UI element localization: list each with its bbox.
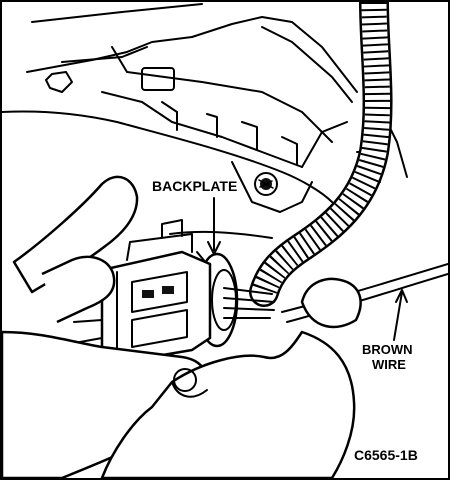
figure-code: C6565-1B	[354, 447, 418, 463]
bolt-head	[45, 71, 73, 93]
right-hand	[100, 330, 356, 478]
wiring-harness	[249, 2, 393, 307]
brown-wire-leader	[393, 289, 408, 341]
brown-wire-label-line2: WIRE	[372, 357, 406, 372]
thumb	[300, 277, 362, 329]
backplate-leader	[207, 197, 221, 255]
threaded-hole	[254, 172, 278, 196]
mounting-hole	[173, 368, 197, 392]
wire-leads	[223, 287, 275, 319]
brown-wire-label-line1: BROWN	[362, 342, 413, 357]
backplate-label: BACKPLATE	[152, 178, 237, 194]
left-middle-finger	[41, 255, 116, 324]
connector	[73, 219, 212, 364]
clip	[141, 67, 175, 91]
